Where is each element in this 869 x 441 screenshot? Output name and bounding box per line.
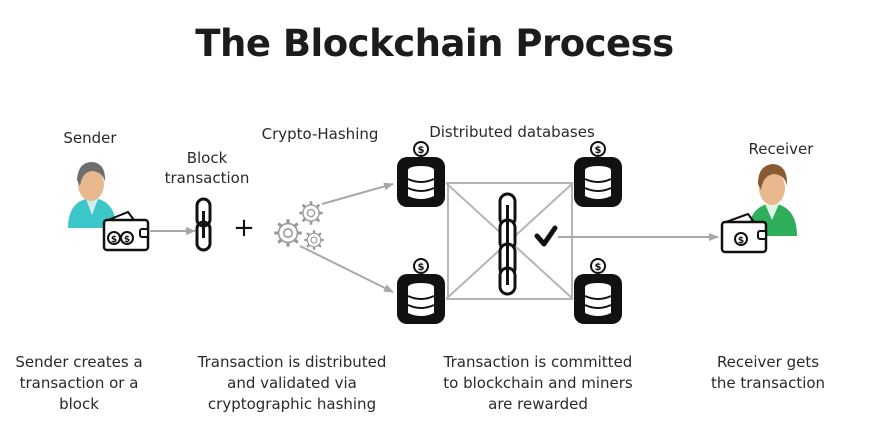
validated-checkmark-icon [534,225,558,247]
block-label-line1: Block [186,149,228,167]
sender-label: Sender [63,129,117,147]
svg-text:$: $ [111,235,117,245]
crypto-hashing-label: Crypto-Hashing [261,125,379,143]
page-title: The Blockchain Process [195,22,674,65]
caption-line: to blockchain and miners [443,374,633,392]
receiver-label: Receiver [748,140,814,158]
blockchain-chain-icon [498,192,517,296]
caption-line: Transaction is distributed [197,353,387,371]
svg-text:$: $ [124,235,130,245]
caption-line: the transaction [710,374,826,392]
caption-line: Sender creates a [15,353,143,371]
distributed-databases-label: Distributed databases [429,123,595,141]
caption-line: cryptographic hashing [207,395,377,413]
block-label-line2: transaction [164,169,250,187]
receiver-avatar-icon [748,164,797,236]
plus-operator: + [233,213,255,243]
hashing-gears-icon [272,199,325,251]
receiver-wallet-icon: $ [720,212,768,254]
database-icon-top-right [573,141,623,208]
caption-line: Transaction is committed [443,353,633,371]
caption-committed: Transaction is committed to blockchain a… [428,352,648,415]
caption-receiver: Receiver gets the transaction [700,352,836,394]
caption-hashing: Transaction is distributed and validated… [182,352,402,415]
caption-line: block [59,395,99,413]
sender-wallet-icon: $ $ [102,210,150,252]
caption-sender: Sender creates a transaction or a block [0,352,158,415]
block-link-icon [195,197,212,252]
svg-text:$: $ [738,236,744,246]
sender-avatar-icon [68,162,116,228]
arrow-hash-to-db-bottom [299,245,394,293]
caption-line: Receiver gets [716,353,820,371]
arrow-hash-to-db-top [321,182,394,205]
database-icon-bottom-right [573,258,623,325]
database-icon-top-left [396,141,446,208]
caption-line: are rewarded [488,395,588,413]
caption-line: transaction or a [19,374,139,392]
caption-line: and validated via [227,374,357,392]
database-icon-bottom-left [396,258,446,325]
